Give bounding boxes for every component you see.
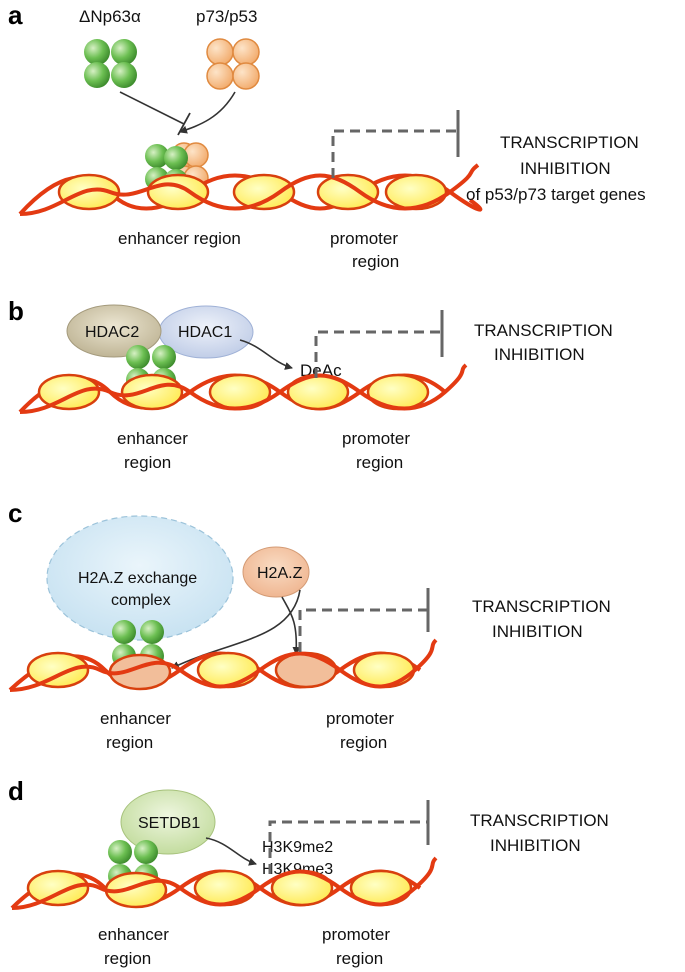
inhibition-arrow (119, 91, 191, 136)
h2az-exchange-complex (46, 515, 234, 641)
enhancer-region-label: region (106, 733, 153, 752)
dna-strand-front (9, 638, 438, 692)
h3k9me2-label: H3K9me2 (262, 839, 333, 856)
p73-p53-tetramer-free (206, 38, 260, 90)
hdac2-label: HDAC2 (85, 324, 139, 341)
h2az-arrow-promoter (281, 596, 301, 655)
outcome-line2: INHIBITION (520, 159, 611, 178)
hdac1-label: HDAC1 (178, 324, 232, 341)
panel-b: b HDAC2 HDAC1 DeAc enhancer region pro (8, 296, 613, 472)
promoter-label: promoter (330, 229, 398, 248)
h2az-ellipse (242, 546, 310, 598)
outcome-line1: TRANSCRIPTION (470, 811, 609, 830)
outcome-line2: INHIBITION (494, 345, 585, 364)
outcome-line1: TRANSCRIPTION (474, 321, 613, 340)
hdac2-ellipse (66, 304, 162, 358)
complex-label-line2: complex (111, 592, 171, 609)
p63-label: ΔNp63α (79, 7, 141, 26)
promoter-label: promoter (342, 429, 410, 448)
deac-arrow (239, 339, 293, 370)
panel-d: d SETDB1 H3K9me2 H3K9me3 enhancer region… (8, 776, 609, 968)
outcome-line2: INHIBITION (492, 622, 583, 641)
methylation-arrow (205, 837, 257, 866)
enhancer-label: enhancer (100, 709, 171, 728)
h2az-arrow-enhancer (171, 589, 301, 669)
complex-label-line1: H2A.Z exchange (78, 570, 197, 587)
p63-tetramer-free (84, 39, 137, 88)
panel-letter-c: c (8, 498, 22, 528)
panel-c: c H2A.Z exchange complex H2A.Z enhancer (8, 498, 611, 752)
outcome-line3: of p53/p73 target genes (466, 185, 646, 204)
outcome-line2: INHIBITION (490, 836, 581, 855)
panel-letter-b: b (8, 296, 24, 326)
dna-strand-front (19, 363, 468, 414)
dna-strand-front (11, 856, 438, 910)
dna-strand-front (19, 163, 480, 216)
p73-p53-label: p73/p53 (196, 7, 257, 26)
promoter-label: promoter (326, 709, 394, 728)
tss-blocked (331, 110, 460, 178)
binding-arrow (179, 91, 236, 134)
setdb1-label: SETDB1 (138, 815, 200, 832)
enhancer-region-label: region (124, 453, 171, 472)
enhancer-label: enhancer (117, 429, 188, 448)
tss-blocked (314, 310, 444, 378)
outcome-line1: TRANSCRIPTION (472, 597, 611, 616)
enhancer-region-label: region (104, 949, 151, 968)
panel-letter-a: a (8, 0, 23, 30)
setdb1-ellipse (120, 789, 216, 855)
outcome-line1: TRANSCRIPTION (500, 133, 639, 152)
promoter-region-label: region (340, 733, 387, 752)
promoter-region-label: region (336, 949, 383, 968)
tss-blocked (268, 800, 430, 874)
enhancer-label: enhancer region (118, 229, 241, 248)
nucleosomes (37, 373, 430, 411)
h2az-label: H2A.Z (257, 565, 303, 582)
enhancer-label: enhancer (98, 925, 169, 944)
panel-letter-d: d (8, 776, 24, 806)
region-label: region (352, 252, 399, 271)
promoter-region-label: region (356, 453, 403, 472)
tss-blocked (298, 588, 430, 652)
promoter-label: promoter (322, 925, 390, 944)
panel-a: a ΔNp63α p73/p53 (8, 0, 646, 271)
